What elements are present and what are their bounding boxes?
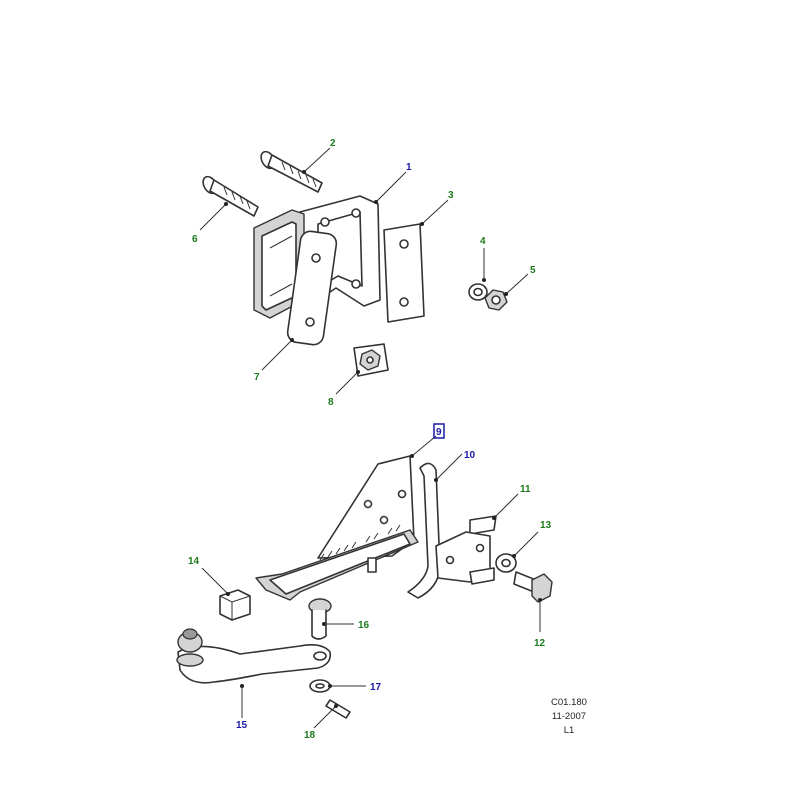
nut-part-5 [484, 289, 508, 311]
callout-6[interactable]: 6 [192, 234, 198, 245]
plate-part-3 [383, 223, 425, 323]
callout-5[interactable]: 5 [530, 265, 536, 276]
callout-11[interactable]: 11 [520, 484, 531, 495]
clip-part-18 [325, 699, 351, 719]
block-part-14 [219, 589, 251, 621]
diagram-level: L1 [564, 725, 575, 736]
callout-15[interactable]: 15 [236, 720, 248, 731]
callout-14[interactable]: 14 [188, 556, 200, 567]
washer-part-13 [495, 553, 517, 573]
callout-9[interactable]: 9 [436, 427, 442, 438]
highlight-box-callout-9 [433, 423, 445, 439]
callout-10[interactable]: 10 [464, 450, 476, 461]
leader-lines [199, 147, 542, 729]
callout-2[interactable]: 2 [330, 138, 336, 149]
callout-3[interactable]: 3 [448, 190, 454, 201]
arm-part-15 [176, 628, 332, 684]
callout-7[interactable]: 7 [254, 372, 260, 383]
callout-1[interactable]: 1 [406, 162, 412, 173]
bolt-part-12 [513, 571, 553, 603]
diagram-code: C01.180 [551, 697, 587, 708]
callout-17[interactable]: 17 [370, 682, 382, 693]
callout-16[interactable]: 16 [358, 620, 370, 631]
diagram-date: 11-2007 [552, 711, 586, 722]
callouts: 1 2 3 4 5 6 7 8 9 10 11 12 13 14 15 16 1… [188, 138, 552, 741]
diagram-reference-stamp: C01.180 11-2007 L1 [551, 697, 587, 736]
rod-part-10 [407, 462, 441, 599]
washer-part-17 [309, 679, 331, 693]
callout-12[interactable]: 12 [534, 638, 546, 649]
bracket-part-9 [255, 455, 419, 601]
cage-nut-part-8 [353, 343, 389, 377]
callout-13[interactable]: 13 [540, 520, 552, 531]
screw-part-6 [202, 175, 259, 217]
callout-8[interactable]: 8 [328, 397, 334, 408]
hinge-bracket-part-11 [435, 515, 497, 585]
washer-part-4 [468, 283, 488, 301]
callout-18[interactable]: 18 [304, 730, 316, 741]
screw-part-2 [260, 150, 323, 193]
callout-4[interactable]: 4 [480, 236, 486, 247]
plate-part-7 [286, 230, 338, 346]
stud-part-16 [308, 598, 332, 640]
